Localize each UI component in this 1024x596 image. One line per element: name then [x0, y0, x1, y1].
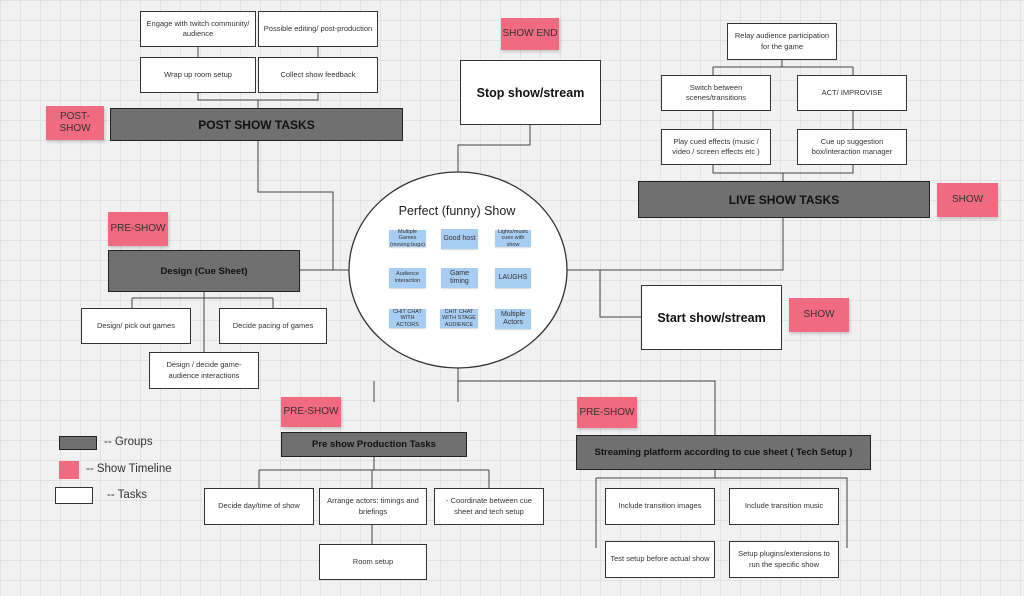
task-box: Decide day/time of show — [204, 488, 314, 525]
legend-groups-swatch — [59, 436, 97, 450]
task-box: Cue up suggestion box/interaction manage… — [797, 129, 907, 165]
legend-tasks-label: -- Tasks — [107, 489, 148, 501]
legend-groups-label: -- Groups — [104, 436, 153, 448]
task-box: Relay audience participation for the gam… — [727, 23, 837, 60]
sticky-note: Lights/music cues with show — [495, 229, 531, 248]
task-box: Test setup before actual show — [605, 541, 715, 578]
sticky-note: CHIT CHAT WITH STAGE AUDIENCE — [440, 309, 478, 328]
sticky-note: Audience interaction — [389, 268, 426, 288]
task-box: ACT/ IMPROVISE — [797, 75, 907, 111]
timeline-sticky: SHOW END — [501, 18, 559, 50]
task-box: Arrange actors: timings and briefings — [319, 488, 427, 525]
group-post-show: POST SHOW TASKS — [110, 108, 403, 141]
sticky-note: LAUGHS — [495, 268, 531, 288]
center-title: Perfect (funny) Show — [398, 204, 516, 218]
task-box: Room setup — [319, 544, 427, 580]
task-box: Wrap up room setup — [140, 57, 256, 93]
task-box: Include transition images — [605, 488, 715, 525]
sticky-note: Good host — [441, 229, 478, 249]
milestone-stop: Stop show/stream — [460, 60, 601, 125]
group-live-show: LIVE SHOW TASKS — [638, 181, 930, 218]
legend-timeline-label: -- Show Timeline — [86, 463, 172, 475]
sticky-note: Multiple Actors — [495, 309, 531, 329]
task-box: Design/ pick out games — [81, 308, 191, 344]
task-box: Switch between scenes/transitions — [661, 75, 771, 111]
legend-timeline-swatch — [59, 461, 79, 479]
task-box: Collect show feedback — [258, 57, 378, 93]
milestone-start: Start show/stream — [641, 285, 782, 350]
task-box: Possible editing/ post-production — [258, 11, 378, 47]
group-design: Design (Cue Sheet) — [108, 250, 300, 292]
task-box: Design / decide game-audience interactio… — [149, 352, 259, 389]
timeline-sticky: PRE-SHOW — [281, 397, 341, 427]
task-box: Include transition music — [729, 488, 839, 525]
sticky-note: Multiple Games (moving bugs) — [389, 228, 426, 248]
group-streaming: Streaming platform according to cue shee… — [576, 435, 871, 470]
sticky-note: CHIT CHAT WITH ACTORS — [389, 309, 426, 328]
timeline-sticky: PRE-SHOW — [577, 397, 637, 428]
group-pre-show-production: Pre show Production Tasks — [281, 432, 467, 457]
task-box: Engage with twitch community/ audience — [140, 11, 256, 47]
legend-tasks-swatch — [55, 487, 93, 504]
task-box: - Coordinate between cue sheet and tech … — [434, 488, 544, 525]
timeline-sticky: SHOW — [937, 183, 998, 217]
task-box: Play cued effects (music / video / scree… — [661, 129, 771, 165]
sticky-note: Game timing — [441, 268, 478, 288]
timeline-sticky: SHOW — [789, 298, 849, 332]
task-box: Decide pacing of games — [219, 308, 327, 344]
timeline-sticky: PRE-SHOW — [108, 212, 168, 246]
timeline-sticky: POST-SHOW — [46, 106, 104, 140]
task-box: Setup plugins/extensions to run the spec… — [729, 541, 839, 578]
